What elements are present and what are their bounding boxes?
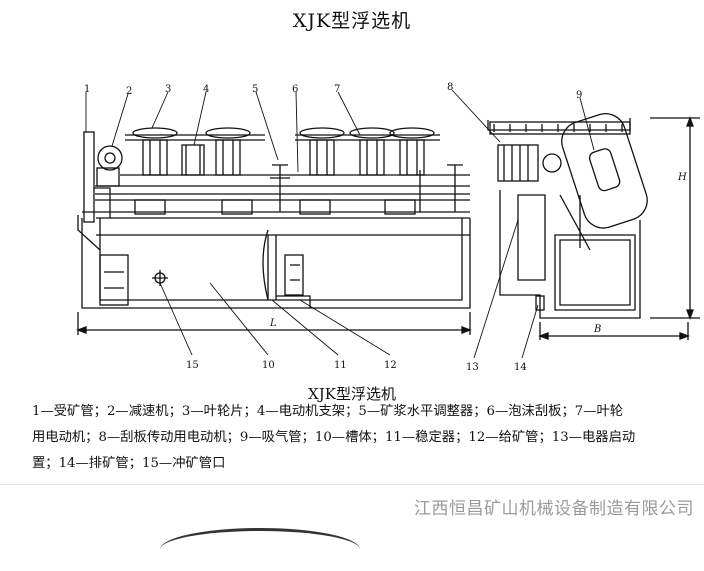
callout-14: 14	[514, 362, 527, 373]
callout-8: 8	[447, 82, 453, 93]
callout-4: 4	[203, 84, 209, 95]
callout-9: 9	[576, 90, 582, 101]
tank-body	[81, 218, 471, 309]
company-watermark: 江西恒昌矿山机械设备制造有限公司	[414, 499, 694, 519]
scraper-motor	[497, 144, 539, 182]
caption-title: XJK型浮选机	[308, 385, 396, 403]
callout-1: 1	[84, 84, 90, 95]
callout-3: 3	[165, 84, 171, 95]
decorative-arc	[160, 528, 360, 571]
impeller-group-right	[299, 127, 435, 176]
callout-11: 11	[334, 360, 347, 371]
legend-line-3: 置；14—排矿管；15—冲矿管口	[32, 456, 226, 471]
callout-6: 6	[292, 84, 298, 95]
diagram-title: XJK型浮选机	[292, 10, 412, 32]
callout-12: 12	[384, 360, 397, 371]
dimension-width: B	[593, 324, 601, 335]
legend-line-1: 1—受矿管；2—减速机；3—叶轮片；4—电动机支架；5—矿浆水平调整器；6—泡沫…	[32, 404, 624, 419]
callout-5: 5	[252, 84, 258, 95]
divider	[0, 484, 704, 485]
callout-10: 10	[262, 360, 275, 371]
callout-15: 15	[186, 360, 199, 371]
callout-2: 2	[126, 86, 132, 97]
dimension-length: L	[269, 318, 277, 329]
air-intake-pipe	[561, 113, 648, 229]
flotation-machine-diagram: 1 2 3 4 5 6 7 8 9 10 11 12 13 14 15 L B …	[76, 82, 700, 373]
legend-line-2: 用电动机；8—刮板传动用电动机；9—吸气管；10—槽体；11—稳定器；12—给矿…	[32, 430, 636, 445]
dimension-height: H	[677, 172, 687, 183]
impeller-group-left	[132, 127, 251, 176]
reducer	[97, 145, 123, 171]
stabilizer	[267, 235, 277, 300]
callout-7: 7	[334, 84, 340, 95]
callout-13: 13	[466, 362, 479, 373]
